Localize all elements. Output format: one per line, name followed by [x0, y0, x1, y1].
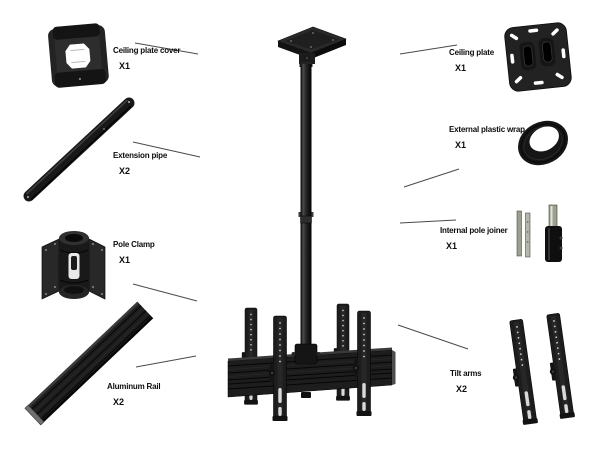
leader-line [134, 42, 199, 55]
part-qty: X1 [119, 61, 131, 71]
part-name: Ceiling plate [449, 48, 494, 57]
label-extension-pipe: Extension pipe X2 [113, 152, 167, 176]
leader-line [397, 324, 469, 350]
external-plastic-wrap-illustration [518, 120, 568, 166]
part-qty: X1 [455, 63, 467, 73]
part-name: Extension pipe [113, 151, 168, 160]
label-pole-clamp: Pole Clamp X1 [113, 241, 155, 265]
leader-lines [132, 42, 469, 368]
leader-line [132, 141, 201, 158]
part-name: Tilt arms [450, 369, 482, 378]
assembled-mount-illustration [227, 26, 396, 422]
label-aluminum-rail: Aluminum Rail X2 [107, 382, 161, 407]
label-ceiling-plate: Ceiling plate X1 [449, 49, 494, 73]
internal-pole-joiner-illustration [516, 204, 563, 262]
label-internal-pole-joiner: Internal pole joiner X1 [440, 227, 508, 251]
part-name: External plastic wrap [449, 125, 525, 134]
leader-line [403, 168, 460, 188]
part-name: Ceiling plate cover [113, 46, 181, 55]
ceiling-plate-illustration [504, 22, 572, 92]
aluminum-rail-illustration [24, 301, 154, 426]
leader-line [399, 219, 457, 224]
leader-line [135, 355, 197, 368]
part-name: Pole Clamp [113, 240, 155, 249]
part-qty: X1 [446, 241, 458, 251]
part-qty: X2 [119, 166, 131, 176]
part-qty: X1 [119, 255, 131, 265]
part-qty: X1 [455, 140, 467, 150]
leader-line [132, 283, 198, 302]
tilt-arms-illustration [504, 312, 576, 427]
extension-pipe-illustration [23, 97, 135, 202]
label-external-plastic-wrap: External plastic wrap X1 [449, 126, 525, 150]
ceiling-plate-cover-illustration [48, 23, 109, 88]
part-name: Aluminum Rail [107, 382, 161, 391]
part-name: Internal pole joiner [440, 226, 508, 235]
label-tilt-arms: Tilt arms X2 [450, 369, 482, 394]
pole-clamp-illustration [41, 231, 106, 300]
part-qty: X2 [456, 384, 468, 394]
label-ceiling-plate-cover: Ceiling plate cover X1 [113, 46, 181, 71]
part-qty: X2 [113, 397, 125, 407]
leader-line [399, 44, 458, 55]
